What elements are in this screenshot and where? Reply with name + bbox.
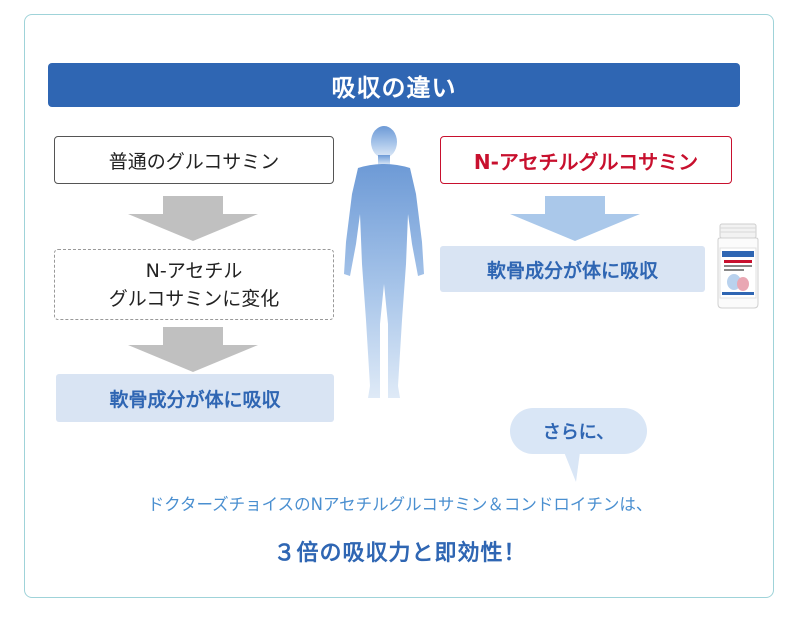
- left-absorption-label: 軟骨成分が体に吸収: [109, 388, 281, 411]
- conversion-line-2: グルコサミンに変化: [108, 287, 280, 310]
- right-absorption-result: 軟骨成分が体に吸収: [440, 246, 705, 292]
- n-acetyl-glucosamine-label: N-アセチルグルコサミン: [473, 149, 699, 174]
- n-acetyl-glucosamine-box: N-アセチルグルコサミン: [440, 136, 732, 184]
- blue-down-arrow: [510, 196, 640, 241]
- regular-glucosamine-label: 普通のグルコサミン: [108, 150, 280, 173]
- furthermore-label: さらに、: [542, 422, 615, 443]
- furthermore-bubble: さらに、: [510, 408, 647, 454]
- section-title-banner: 吸収の違い: [48, 63, 740, 107]
- bubble-tail: [564, 452, 580, 482]
- conversion-line-1: N-アセチル: [145, 259, 243, 282]
- human-silhouette-icon: [344, 126, 424, 398]
- right-absorption-label: 軟骨成分が体に吸収: [486, 259, 658, 282]
- gray-down-arrow-1: [128, 196, 258, 241]
- product-description: ドクターズチョイスのNアセチルグルコサミン＆コンドロイチンは、: [147, 495, 653, 514]
- absorption-headline: ３倍の吸収力と即効性！: [273, 541, 527, 566]
- regular-glucosamine-box: 普通のグルコサミン: [54, 136, 334, 184]
- left-absorption-result: 軟骨成分が体に吸収: [56, 374, 334, 422]
- gray-down-arrow-2: [128, 327, 258, 372]
- conversion-box: N-アセチル グルコサミンに変化: [54, 249, 334, 320]
- supplement-bottle-icon: [717, 223, 759, 309]
- section-title: 吸収の違い: [331, 73, 457, 102]
